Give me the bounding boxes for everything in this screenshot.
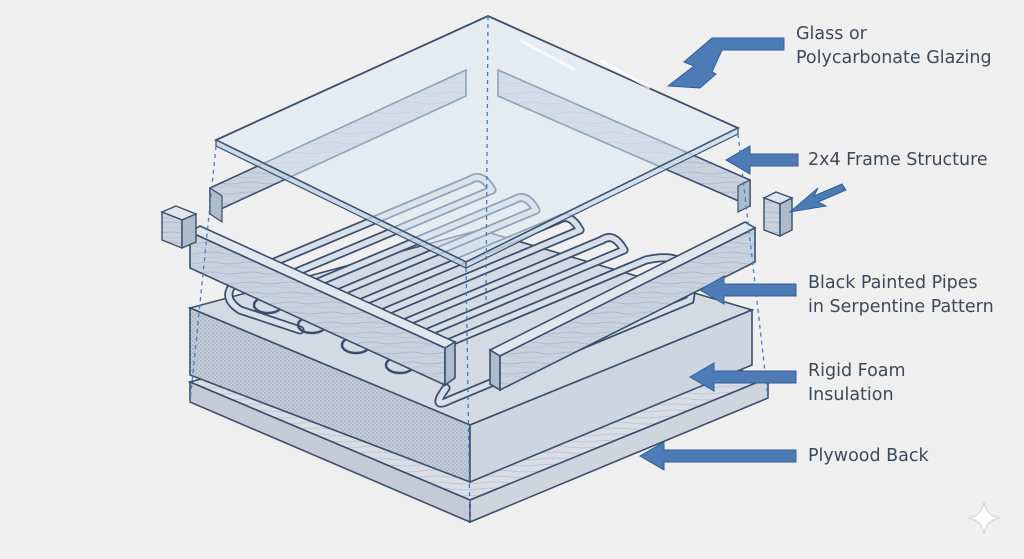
arrow-icon	[666, 37, 785, 89]
label-frame: 2x4 Frame Structure	[808, 150, 988, 170]
sparkle-icon	[967, 501, 1001, 535]
label-glazing: Glass or Polycarbonate Glazing	[796, 24, 992, 68]
arrow-icon	[788, 183, 847, 213]
label-insulation: Rigid Foam Insulation	[808, 361, 906, 405]
callout-arrows	[639, 37, 847, 471]
label-pipes: Black Painted Pipes in Serpentine Patter…	[808, 273, 994, 317]
glazing-sheet	[213, 15, 741, 269]
corner-blocks	[160, 191, 794, 250]
arrow-icon	[699, 275, 797, 305]
label-plywood: Plywood Back	[808, 446, 929, 466]
guide-lines	[189, 15, 769, 523]
arrow-icon	[639, 441, 797, 471]
arrow-icon	[689, 362, 797, 392]
frame-front-beams	[188, 221, 757, 392]
arrow-icon	[725, 145, 799, 175]
